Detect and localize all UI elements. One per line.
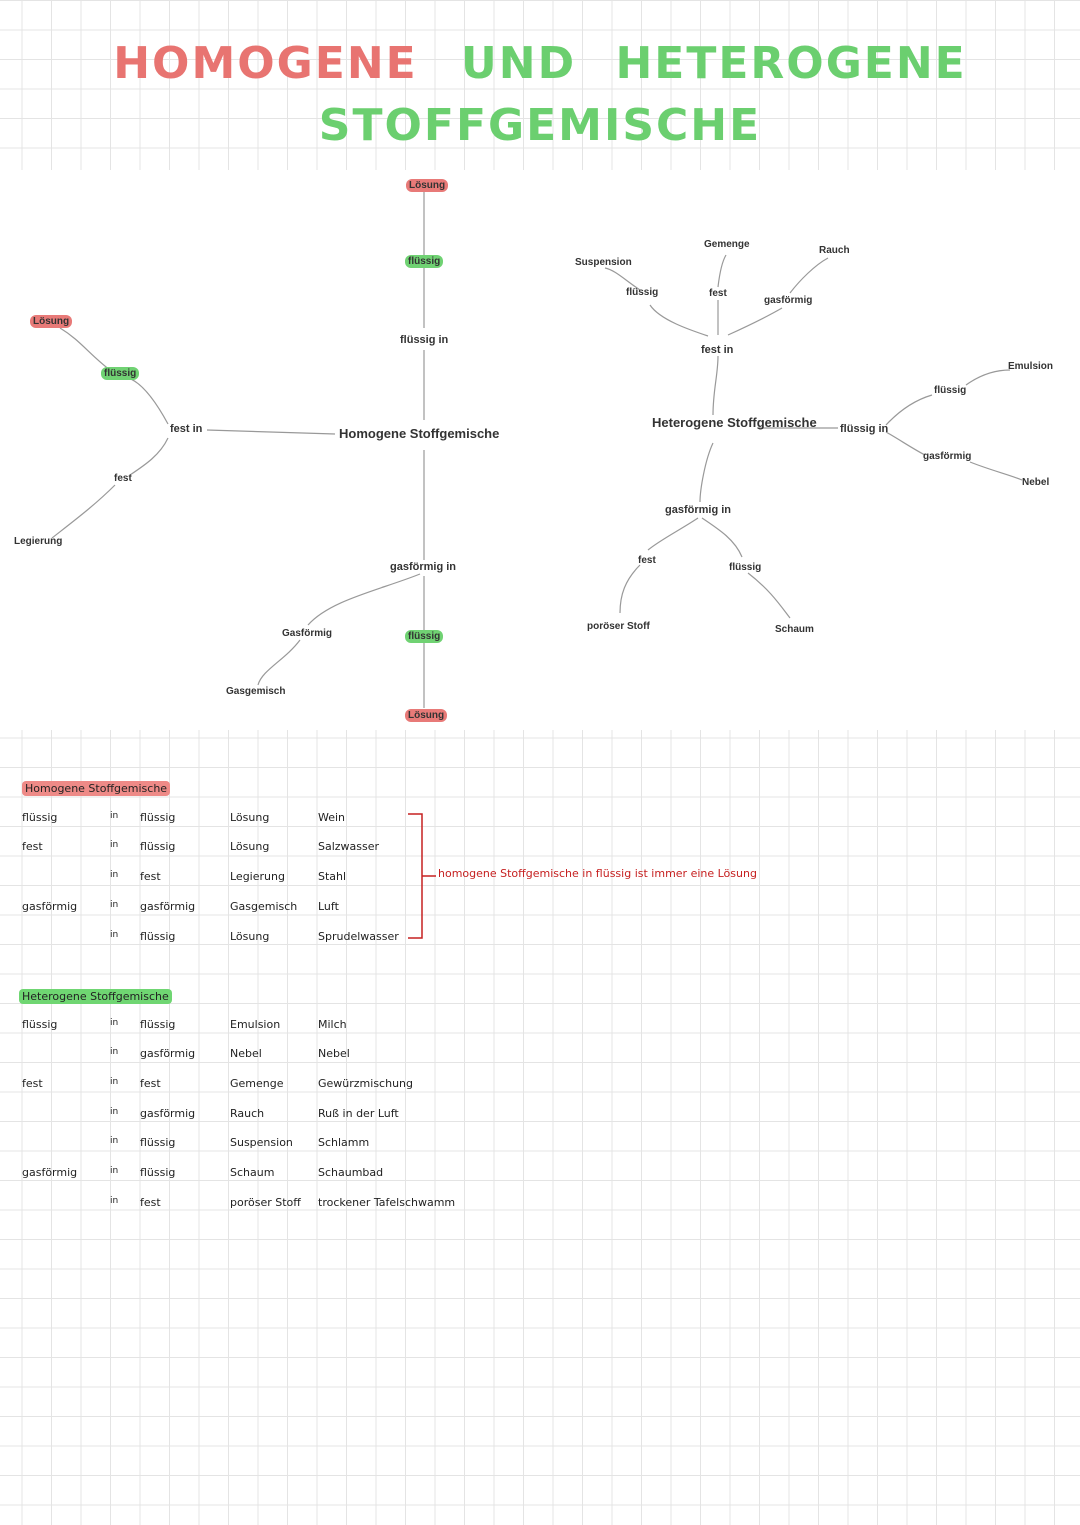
- homogen-row-4-d: Sprudelwasser: [318, 930, 399, 943]
- homogen-left-mid-a: flüssig: [101, 367, 140, 380]
- homogen-row-3-in: in: [110, 900, 119, 910]
- heterogen-row-0-d: Milch: [318, 1018, 347, 1031]
- homogen-row-0-c: Lösung: [230, 811, 270, 824]
- page-title-line2: STOFFGEMISCHE: [0, 100, 1080, 151]
- heterogen-up-mid-a: flüssig: [626, 287, 659, 298]
- heterogen-up-label: fest in: [701, 344, 734, 356]
- homogen-row-4-c: Lösung: [230, 930, 270, 943]
- title-word-und: UND: [461, 38, 577, 89]
- heterogen-row-6-d: trockener Tafelschwamm: [318, 1196, 456, 1209]
- homogen-left-label: fest in: [170, 423, 203, 435]
- heterogen-row-1-b: gasförmig: [140, 1047, 196, 1060]
- heterogen-up-leaf-b: Gemenge: [704, 239, 750, 250]
- title-word-homogene: HOMOGENE: [113, 38, 418, 89]
- heterogen-row-6-c: poröser Stoff: [230, 1196, 301, 1209]
- homogen-row-4-in: in: [110, 930, 119, 940]
- heterogen-row-2-c: Gemenge: [230, 1077, 284, 1090]
- heterogen-down-mid-b: flüssig: [729, 562, 762, 573]
- homogen-row-0-a: flüssig: [22, 811, 58, 824]
- heterogen-row-5-b: flüssig: [140, 1166, 176, 1179]
- heterogen-down-label: gasförmig in: [665, 504, 732, 516]
- bracket-note: homogene Stoffgemische in flüssig ist im…: [438, 867, 757, 880]
- heterogen-row-0-in: in: [110, 1018, 119, 1028]
- heterogen-center: Heterogene Stoffgemische: [652, 415, 817, 430]
- heterogen-right-mid-a: flüssig: [934, 385, 967, 396]
- heterogen-row-4-d: Schlamm: [318, 1136, 370, 1149]
- heterogen-row-2-b: fest: [140, 1077, 161, 1090]
- homogen-row-0-d: Wein: [318, 811, 346, 824]
- homogen-row-1-a: fest: [22, 840, 43, 853]
- homogen-down-mid-a: flüssig: [405, 630, 444, 643]
- heterogen-down-mid-a: fest: [638, 555, 656, 566]
- heterogen-row-5-d: Schaumbad: [318, 1166, 384, 1179]
- heterogen-row-3-b: gasförmig: [140, 1107, 196, 1120]
- homogen-down-leaf-b: Gasgemisch: [226, 686, 286, 697]
- homogen-left-mid-b: fest: [114, 473, 132, 484]
- heterogen-row-2-in: in: [110, 1077, 119, 1087]
- heterogen-heading: Heterogene Stoffgemische: [19, 989, 172, 1004]
- homogen-row-1-b: flüssig: [140, 840, 176, 853]
- title-word-stoffgemische: STOFFGEMISCHE: [318, 100, 762, 151]
- homogen-row-1-in: in: [110, 840, 119, 850]
- heterogen-row-4-in: in: [110, 1136, 119, 1146]
- homogen-center: Homogene Stoffgemische: [339, 426, 500, 441]
- heterogen-down-leaf-a: poröser Stoff: [587, 621, 650, 632]
- heterogen-right-mid-b: gasförmig: [923, 451, 972, 462]
- heterogen-row-2-d: Gewürzmischung: [318, 1077, 414, 1090]
- homogen-row-2-d: Stahl: [318, 870, 347, 883]
- heterogen-row-1-c: Nebel: [230, 1047, 262, 1060]
- homogen-row-4-b: flüssig: [140, 930, 176, 943]
- heterogen-row-0-a: flüssig: [22, 1018, 58, 1031]
- heterogen-row-3-d: Ruß in der Luft: [318, 1107, 399, 1120]
- homogen-row-3-b: gasförmig: [140, 900, 196, 913]
- homogen-down-label: gasförmig in: [390, 561, 457, 573]
- heterogen-row-1-in: in: [110, 1047, 119, 1057]
- homogen-up-label: flüssig in: [400, 334, 449, 346]
- heterogen-right-leaf-a: Emulsion: [1008, 361, 1054, 372]
- bracket: [408, 813, 436, 939]
- heterogen-row-0-c: Emulsion: [230, 1018, 281, 1031]
- heterogen-row-5-a: gasförmig: [22, 1166, 78, 1179]
- heterogen-row-3-c: Rauch: [230, 1107, 265, 1120]
- heterogen-right-label: flüssig in: [840, 423, 889, 435]
- homogen-up-leaf: Lösung: [406, 179, 449, 192]
- homogen-left-leaf-a: Lösung: [30, 315, 73, 328]
- heterogen-up-leaf-c: Rauch: [819, 245, 850, 256]
- homogen-row-0-b: flüssig: [140, 811, 176, 824]
- homogen-row-1-c: Lösung: [230, 840, 270, 853]
- homogen-down-leaf-a: Lösung: [405, 709, 448, 722]
- heterogen-row-3-in: in: [110, 1107, 119, 1117]
- homogen-row-0-in: in: [110, 811, 119, 821]
- homogen-row-2-c: Legierung: [230, 870, 285, 883]
- heterogen-row-6-b: fest: [140, 1196, 161, 1209]
- heterogen-down-leaf-b: Schaum: [775, 624, 814, 635]
- heterogen-right-leaf-b: Nebel: [1022, 477, 1050, 488]
- homogen-row-3-c: Gasgemisch: [230, 900, 298, 913]
- heterogen-row-4-c: Suspension: [230, 1136, 293, 1149]
- homogen-row-2-b: fest: [140, 870, 161, 883]
- homogen-down-mid-b: Gasförmig: [282, 628, 333, 639]
- homogen-row-1-d: Salzwasser: [318, 840, 380, 853]
- heterogen-row-5-in: in: [110, 1166, 119, 1176]
- title-word-heterogene: HETEROGENE: [615, 38, 967, 89]
- heterogen-row-6-in: in: [110, 1196, 119, 1206]
- heterogen-row-1-d: Nebel: [318, 1047, 350, 1060]
- mindmap: Homogene Stoffgemische flüssig in flüssi…: [0, 170, 1080, 730]
- homogen-row-3-a: gasförmig: [22, 900, 78, 913]
- homogen-up-mid: flüssig: [405, 255, 444, 268]
- heterogen-up-mid-c: gasförmig: [764, 295, 813, 306]
- mindmap-connectors: [51, 192, 1023, 708]
- heterogen-row-2-a: fest: [22, 1077, 43, 1090]
- heterogen-row-0-b: flüssig: [140, 1018, 176, 1031]
- heterogen-row-5-c: Schaum: [230, 1166, 275, 1179]
- homogen-row-2-in: in: [110, 870, 119, 880]
- heterogen-up-mid-b: fest: [709, 288, 727, 299]
- heterogen-row-4-b: flüssig: [140, 1136, 176, 1149]
- heterogen-up-leaf-a: Suspension: [575, 257, 632, 268]
- homogen-left-leaf-b: Legierung: [14, 536, 63, 547]
- homogen-heading: Homogene Stoffgemische: [22, 781, 171, 796]
- homogen-row-3-d: Luft: [318, 900, 339, 913]
- page-title-line1: HOMOGENE UND HETEROGENE: [0, 38, 1080, 89]
